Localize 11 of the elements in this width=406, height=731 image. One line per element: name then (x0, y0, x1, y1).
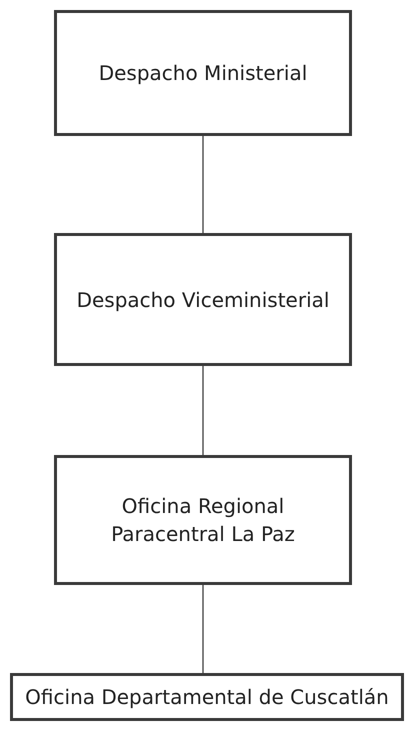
connector-line (202, 366, 204, 455)
connector-line (202, 136, 204, 233)
unit-name: Despacho Viceministerial (76, 286, 330, 314)
org-unit-box (54, 233, 352, 366)
connector-line (202, 585, 204, 673)
org-unit-box (54, 455, 352, 585)
unit-name: Oficina Departamental de Cuscatlán (24, 684, 390, 711)
org-unit-box (10, 673, 404, 721)
org-unit-box (54, 10, 352, 136)
unit-name: Oficina Regional Paracentral La Paz (110, 493, 296, 548)
unit-name: Despacho Ministerial (98, 60, 308, 87)
